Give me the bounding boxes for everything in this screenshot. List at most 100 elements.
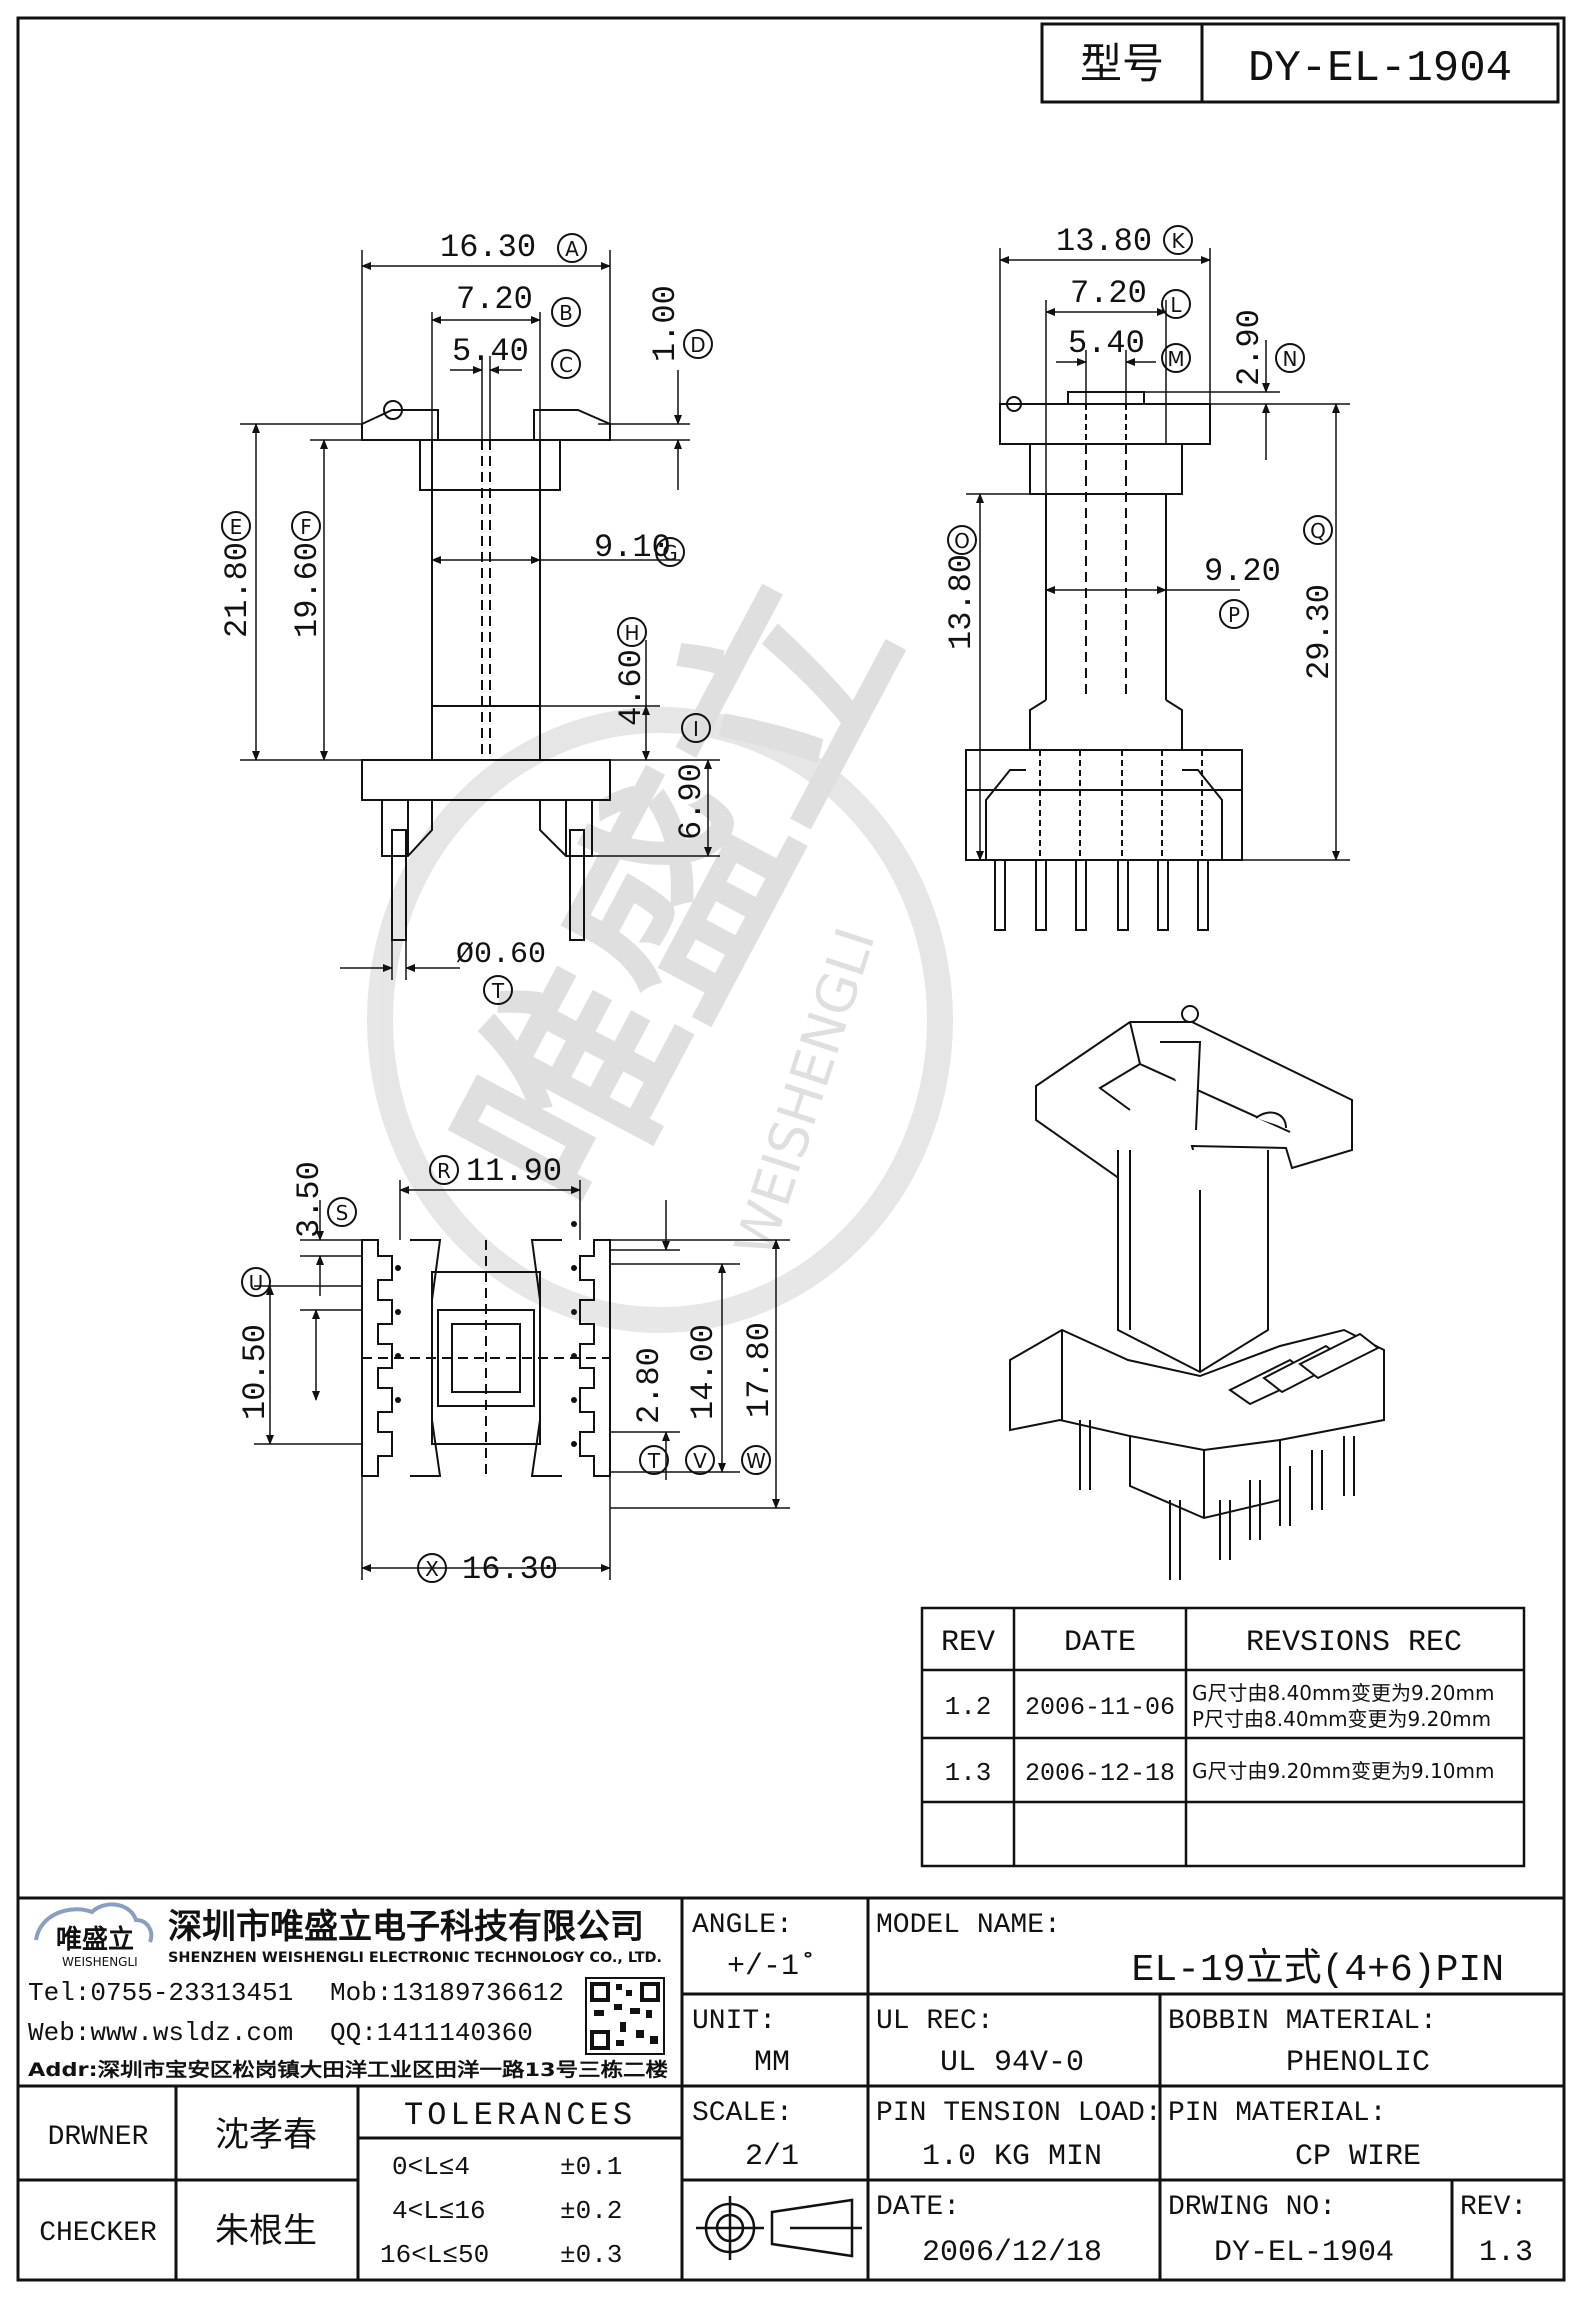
tol-range-2: 4<L≤16 [392,2196,486,2226]
dim-O-letter: O [954,529,970,553]
dim-X-value: 16.30 [462,1551,558,1588]
scale-value: 2/1 [745,2140,799,2174]
dim-B-value: 7.20 [456,281,533,318]
dim-L-letter: L [1170,293,1182,317]
dim-X-circle [417,1553,447,1583]
dim-S-letter: S [336,1201,349,1225]
rev-header-rev: REV [941,1626,995,1660]
dim-TT-letter: T [647,1449,661,1473]
front-view-labels: 16.30 A 7.20 B 5.40 C 1.00 D 21.80 E 19.… [219,229,713,1005]
dim-L-value: 7.20 [1070,275,1147,312]
bobbin-material-value: PHENOLIC [1286,2046,1430,2080]
bobbin-material-label: BOBBIN MATERIAL: [1168,2006,1437,2037]
dim-O-circle [947,525,977,555]
dim-N-letter: N [1283,347,1298,371]
dim-O-value: 13.80 [943,554,980,650]
dim-V-letter: V [693,1449,707,1473]
model-name-value: EL-19立式(4+6)PIN [1132,1947,1504,1992]
dim-U-circle [241,1267,271,1297]
dim-L-circle [1161,289,1191,319]
tol-value-1: ±0.1 [560,2152,622,2182]
rev-row1-rev: 1.2 [945,1692,992,1722]
side-view [965,391,1243,931]
dim-I-circle [681,713,711,743]
signature-block: DRWNER 沈孝春 CHECKER 朱根生 TOLERANCES 0<L≤4 … [39,2097,632,2270]
dim-P-value: 9.20 [1204,553,1281,590]
pin-material-label: PIN MATERIAL: [1168,2098,1386,2129]
dim-W-letter: W [746,1449,766,1473]
header-model-box: 型号 DY-EL-1904 [1040,22,1560,104]
scale-label: SCALE: [692,2098,793,2129]
dim-E-value: 21.80 [219,542,256,638]
unit-value: MM [754,2046,790,2080]
dim-X-letter: X [425,1557,439,1581]
angle-label: ANGLE: [692,1910,793,1941]
ul-rec-value: UL 94V-0 [940,2046,1084,2080]
dim-B-letter: B [559,301,573,325]
model-value: DY-EL-1904 [1248,44,1512,94]
checker-label: CHECKER [39,2218,157,2249]
dim-Q-circle [1303,515,1333,545]
dim-U-value: 10.50 [237,1324,274,1420]
side-view-dims [966,248,1350,861]
unit-label: UNIT: [692,2006,776,2037]
dim-H-letter: H [624,621,639,645]
front-view [361,400,611,941]
dim-D-letter: D [690,333,705,357]
bottom-view-labels: R 11.90 3.50 S U 10.50 2.80 T 14.00 V 17… [237,1153,778,1588]
dim-TT-value: 2.80 [631,1347,668,1424]
projection-symbol-icon [696,2196,862,2260]
pin-tension-label: PIN TENSION LOAD: [876,2098,1162,2129]
rev-row1-date: 2006-11-06 [1025,1693,1175,1722]
tol-value-2: ±0.2 [560,2196,622,2226]
dim-N-value: 2.90 [1231,309,1268,386]
dim-K-circle [1163,225,1193,255]
dim-R-letter: R [437,1159,451,1183]
dim-I-letter: I [693,717,699,741]
dim-C-circle [551,349,581,379]
tol-range-1: 0<L≤4 [392,2152,470,2182]
company-tel: Tel:0755-23313451 [28,1978,293,2008]
dim-C-letter: C [559,353,573,377]
dim-D-circle [683,329,713,359]
company-block: 唯盛立 WEISHENGLI 深圳市唯盛立电子科技有限公司 SHENZHEN W… [28,1902,668,2081]
isometric-view [1009,1005,1385,1580]
pin-tension-value: 1.0 KG MIN [922,2140,1102,2174]
side-view-labels: 13.80 K 7.20 L 5.40 M 2.90 N O 13.80 9.2… [943,223,1338,680]
rev-label: REV: [1460,2192,1527,2223]
tol-value-3: ±0.3 [560,2240,622,2270]
front-view-dims [240,250,720,980]
watermark: 唯盛立 WEISHENGLI [367,541,953,1333]
dim-S-circle [327,1197,357,1227]
dim-B-circle [551,297,581,327]
dim-A-value: 16.30 [440,229,536,266]
dim-N-circle [1275,343,1305,373]
dim-Q-letter: Q [1310,519,1326,543]
dim-E-letter: E [230,515,243,539]
rev-row2-rec-1: G尺寸由9.20mm变更为9.10mm [1192,1759,1495,1783]
dim-R-value: 11.90 [466,1153,562,1190]
rev-row1-rec-2: P尺寸由8.40mm变更为9.20mm [1192,1707,1491,1731]
rev-header-date: DATE [1064,1626,1136,1660]
company-web: Web:www.wsldz.com [28,2018,293,2048]
dim-A-letter: A [565,237,579,261]
dim-T-letter: T [491,979,505,1003]
watermark-cn: 唯盛立 [410,541,946,1244]
company-name-cn: 深圳市唯盛立电子科技有限公司 [168,1907,644,1947]
dim-P-letter: P [1228,603,1240,627]
bottom-view [361,1221,611,1477]
dim-S-value: 3.50 [291,1161,328,1238]
company-qq: QQ:1411140360 [330,2018,533,2048]
dim-C-value: 5.40 [452,333,529,370]
model-label: 型号 [1080,39,1164,88]
rev-value: 1.3 [1479,2236,1533,2270]
dim-F-circle [291,511,321,541]
company-logo-text: 唯盛立 [56,1924,134,1955]
angle-value: +/-1˚ [727,1950,817,1984]
dim-P-circle [1219,599,1249,629]
dim-U-letter: U [249,1271,264,1295]
qr-code-icon [585,1977,665,2055]
dim-V-circle [685,1445,715,1475]
model-name-label: MODEL NAME: [876,1910,1061,1941]
